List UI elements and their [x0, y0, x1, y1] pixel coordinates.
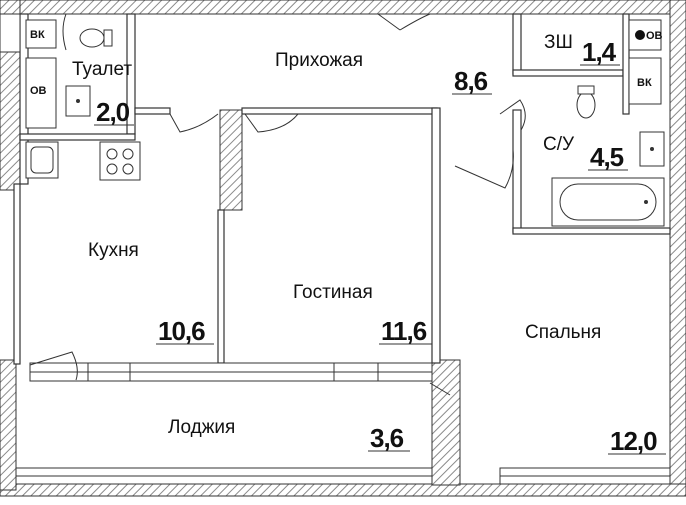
exterior-wall-left-lower [0, 359, 17, 491]
door-toilet [62, 13, 67, 51]
ov-tag-toilet: ОВ [30, 85, 47, 97]
ov-tag-closet: ОВ [646, 30, 663, 42]
wall-living-right [431, 107, 441, 364]
room-name-bedroom: Спальня [525, 322, 601, 343]
wall-closet-right [622, 13, 630, 115]
wall-kitchen-top-right [134, 107, 171, 115]
room-area-hallway: 8,6 [454, 66, 488, 96]
room-name-toilet: Туалет [72, 59, 132, 80]
room-name-loggia: Лоджия [168, 417, 235, 438]
wall-bath-left [512, 109, 522, 233]
room-area-living: 11,6 [381, 316, 427, 346]
vk-box-toilet [25, 19, 57, 49]
room-name-kitchen: Кухня [88, 240, 139, 261]
door-bath [499, 99, 526, 131]
room-name-bathroom: С/У [543, 134, 575, 155]
door-kitchen [169, 113, 219, 133]
vk-tag-toilet: ВК [30, 29, 45, 41]
wall-closet-left [512, 13, 522, 75]
exterior-wall-top [0, 0, 686, 15]
room-area-kitchen: 10,6 [158, 316, 205, 346]
door-entry [377, 13, 431, 31]
wall-living-top [241, 107, 438, 115]
ov-box-toilet [25, 57, 57, 129]
room-name-hallway: Прихожая [275, 50, 363, 71]
door-living [244, 113, 299, 133]
pillar-living [219, 109, 243, 211]
exterior-wall-bottom [0, 483, 686, 497]
wall-bath-bottom [512, 227, 671, 235]
wall-kitchen-right [217, 209, 225, 364]
room-area-bathroom: 4,5 [590, 142, 624, 172]
wall-toilet-bottom [19, 133, 136, 141]
toilet-tank-icon [103, 29, 113, 47]
vk-box-bath [628, 57, 662, 105]
door-loggia-right [429, 382, 451, 396]
pillar-loggia-right [431, 359, 461, 486]
toilet-bowl-icon [79, 28, 105, 48]
stove-icon [99, 141, 141, 181]
door-bedroom [454, 149, 514, 189]
vk-tag-bath: ВК [637, 77, 652, 89]
room-name-closet: ЗШ [544, 32, 573, 53]
wall-kitchen-left [13, 183, 21, 365]
room-area-toilet: 2,0 [96, 97, 130, 127]
room-name-living: Гостиная [293, 282, 373, 303]
bath-toilet-icon [576, 91, 596, 119]
room-area-bedroom: 12,0 [610, 426, 657, 456]
wall-closet-bottom [512, 69, 624, 77]
toilet-window-left [0, 13, 21, 53]
exterior-wall-right [669, 0, 686, 496]
room-area-closet: 1,4 [582, 37, 617, 67]
door-loggia-left [29, 351, 78, 381]
room-area-loggia: 3,6 [370, 423, 404, 453]
